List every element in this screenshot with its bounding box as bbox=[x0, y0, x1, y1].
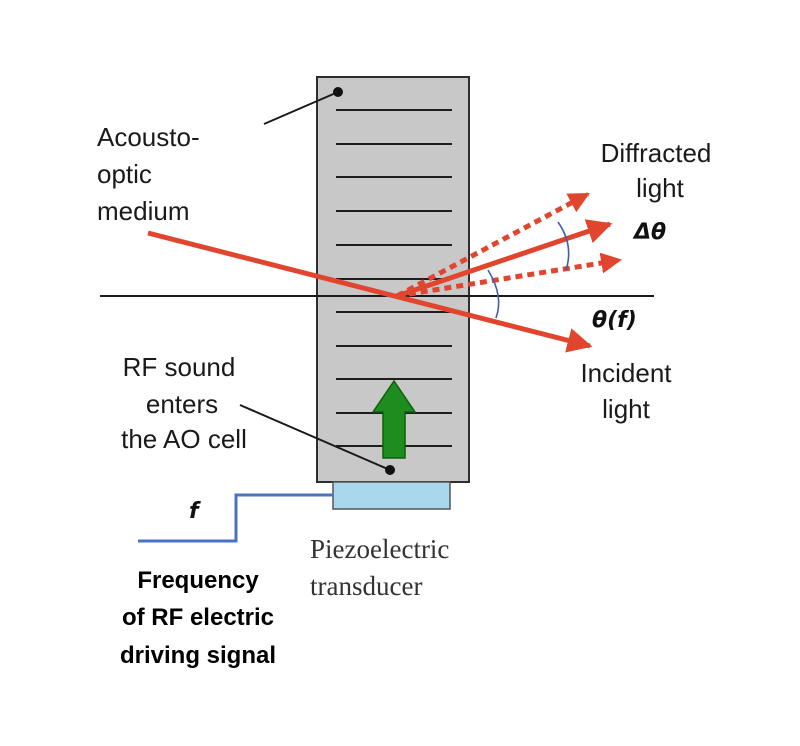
label-transducer-1: Piezoelectric bbox=[310, 534, 449, 564]
label-rf-1: RF sound bbox=[123, 352, 236, 382]
label-delta-theta: Δθ bbox=[632, 220, 666, 245]
rf-leader-dot bbox=[385, 465, 395, 475]
theta-arc bbox=[487, 269, 500, 319]
label-medium-2: optic bbox=[97, 159, 152, 189]
label-frequency-2: of RF electric bbox=[122, 604, 274, 631]
rf-signal-line bbox=[138, 493, 333, 543]
label-medium-1: Acousto- bbox=[97, 122, 200, 152]
label-frequency-symbol: f bbox=[189, 499, 201, 524]
rf-leader-line bbox=[239, 404, 391, 471]
label-rf-2: enters bbox=[146, 389, 218, 419]
label-frequency-3: driving signal bbox=[120, 642, 276, 669]
medium-leader-line bbox=[263, 91, 339, 125]
label-transducer-2: transducer bbox=[310, 571, 422, 601]
label-rf-3: the AO cell bbox=[121, 424, 247, 454]
sound-wave-arrow bbox=[371, 379, 417, 459]
label-diffracted-1: Diffracted bbox=[601, 138, 712, 168]
incident-beam bbox=[147, 230, 593, 353]
label-incident-1: Incident bbox=[580, 358, 672, 388]
label-diffracted-2: light bbox=[636, 173, 684, 203]
label-medium-3: medium bbox=[97, 196, 189, 226]
diffracted-beam-lower bbox=[396, 252, 623, 299]
label-frequency-1: Frequency bbox=[137, 567, 259, 594]
label-theta-f: θ(f) bbox=[592, 308, 637, 333]
label-incident-2: light bbox=[602, 394, 650, 424]
delta-theta-arc bbox=[557, 221, 570, 271]
piezoelectric-transducer bbox=[332, 481, 451, 510]
medium-leader-dot bbox=[333, 87, 343, 97]
diffracted-beam bbox=[396, 219, 613, 299]
diffracted-beam-upper bbox=[395, 191, 590, 299]
